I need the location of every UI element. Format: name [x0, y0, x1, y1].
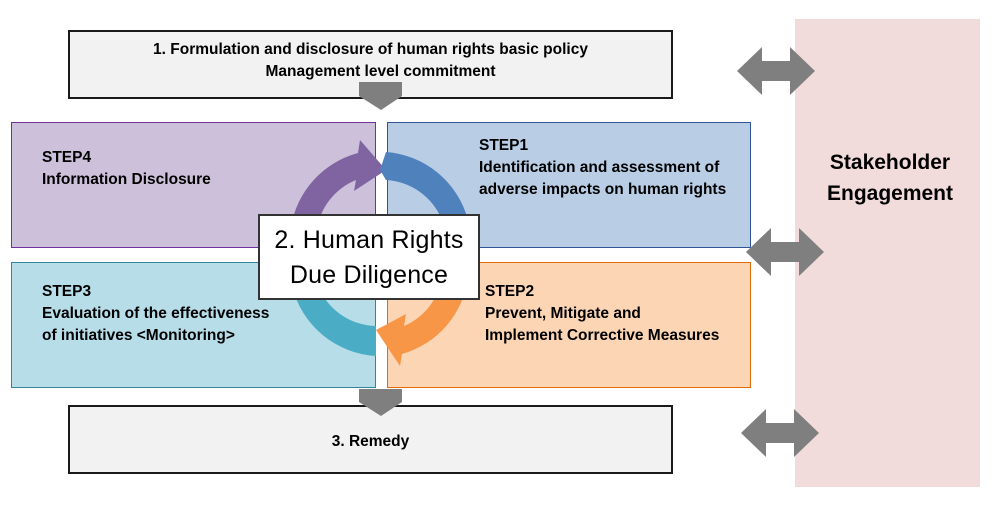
double-arrow-middle	[746, 228, 824, 276]
step1-title: STEP1	[479, 137, 529, 154]
step3-description: Evaluation of the effectiveness of initi…	[42, 305, 270, 344]
step2-title: STEP2	[485, 283, 535, 300]
double-arrow-top	[737, 47, 815, 95]
due-diligence-label-box: 2. Human Rights Due Diligence	[258, 214, 480, 300]
stakeholder-engagement-label: Stakeholder Engagement	[795, 147, 985, 209]
down-arrow-top	[359, 82, 402, 110]
cycle-arc-purple	[291, 140, 386, 227]
policy-commitment-box: 1. Formulation and disclosure of human r…	[68, 30, 673, 99]
due-diligence-line1: 2. Human Rights	[274, 226, 464, 254]
step3-title: STEP3	[42, 283, 92, 300]
commitment-subtitle: Management level commitment	[265, 63, 496, 80]
step2-description: Prevent, Mitigate and Implement Correcti…	[485, 305, 720, 344]
step4-title: STEP4	[42, 149, 92, 166]
double-arrow-bottom	[741, 409, 819, 457]
remedy-label: 3. Remedy	[331, 433, 410, 450]
stakeholder-panel	[795, 19, 980, 487]
policy-title: 1. Formulation and disclosure of human r…	[153, 41, 588, 58]
step4-description: Information Disclosure	[42, 171, 211, 188]
stakeholder-line1: Stakeholder	[829, 151, 951, 174]
cycle-arc-orange	[376, 278, 468, 366]
stakeholder-line2: Engagement	[826, 182, 954, 205]
down-arrow-bottom	[359, 389, 402, 416]
step1-description: Identification and assessment of adverse…	[479, 159, 727, 198]
due-diligence-line2: Due Diligence	[289, 261, 449, 289]
